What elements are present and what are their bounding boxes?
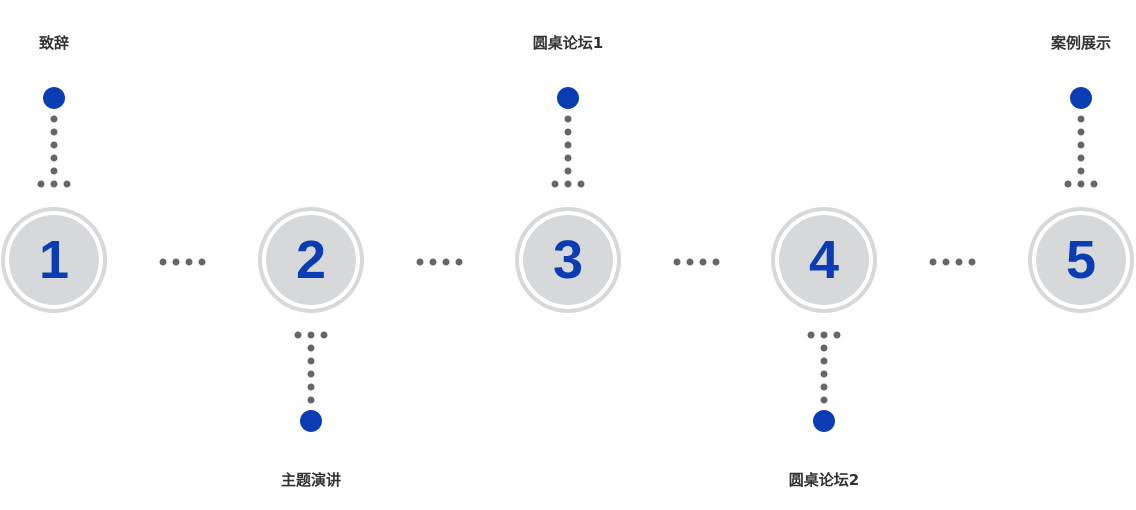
connector-dot (307, 357, 315, 365)
progress-dot (942, 258, 950, 266)
connector-dot (833, 331, 841, 339)
marker-dot (557, 87, 579, 109)
step-number: 4 (779, 215, 869, 305)
connector-dot (307, 396, 315, 404)
connector-dot (807, 331, 815, 339)
step-number: 5 (1036, 215, 1126, 305)
step-number: 1 (9, 215, 99, 305)
progress-dot (429, 258, 437, 266)
connector-dot (820, 383, 828, 391)
connector-dot (564, 180, 572, 188)
connector-dot (577, 180, 585, 188)
connector-dot (820, 357, 828, 365)
connector-dot (564, 115, 572, 123)
step-circle: 5 (1028, 207, 1134, 313)
connector-dot (307, 383, 315, 391)
connector-dot (50, 128, 58, 136)
step-circle: 1 (1, 207, 107, 313)
connector-dot (820, 396, 828, 404)
connector-dot (1090, 180, 1098, 188)
connector-dot (50, 141, 58, 149)
connector-dot (320, 331, 328, 339)
progress-dot (712, 258, 719, 266)
progress-dot (968, 258, 976, 266)
connector-dot (37, 180, 45, 188)
progress-dot (172, 258, 180, 266)
progress-dot (955, 258, 963, 266)
step-label: 主题演讲 (280, 471, 342, 489)
connector-dot (50, 180, 58, 188)
connector-dot (307, 331, 315, 339)
step-label: 圆桌论坛1 (532, 34, 604, 52)
progress-dot (455, 258, 463, 266)
progress-dot (442, 258, 450, 266)
step-circle: 3 (515, 207, 621, 313)
connector-dot (1064, 180, 1072, 188)
connector-dot (551, 180, 559, 188)
progress-dot (159, 258, 167, 266)
connector-dot (50, 154, 58, 162)
step-label: 圆桌论坛2 (788, 471, 860, 489)
connector-dot (820, 370, 828, 378)
connector-dot (1077, 167, 1085, 175)
progress-dot (686, 258, 693, 266)
connector-dot (50, 115, 58, 123)
connector-dot (564, 167, 572, 175)
marker-dot (300, 410, 322, 432)
connector-dot (820, 344, 828, 352)
connector-dot (564, 141, 572, 149)
progress-dot (198, 258, 206, 266)
marker-dot (1070, 87, 1092, 109)
connector-dot (63, 180, 71, 188)
progress-dot (929, 258, 937, 266)
connector-dot (1077, 115, 1085, 123)
marker-dot (43, 87, 65, 109)
step-number: 3 (523, 215, 613, 305)
progress-dot (673, 258, 680, 266)
progress-dot (416, 258, 424, 266)
marker-dot (813, 410, 835, 432)
connector-dot (1077, 128, 1085, 136)
connector-dot (50, 167, 58, 175)
step-circle: 2 (258, 207, 364, 313)
connector-dot (564, 128, 572, 136)
connector-dot (564, 154, 572, 162)
connector-dot (820, 331, 828, 339)
progress-dot (185, 258, 193, 266)
progress-dot (699, 258, 706, 266)
step-label: 致辞 (38, 34, 70, 52)
connector-dot (307, 370, 315, 378)
connector-dot (294, 331, 302, 339)
connector-dot (307, 344, 315, 352)
connector-dot (1077, 141, 1085, 149)
step-label: 案例展示 (1050, 34, 1112, 52)
connector-dot (1077, 154, 1085, 162)
step-number: 2 (266, 215, 356, 305)
connector-dot (1077, 180, 1085, 188)
step-circle: 4 (771, 207, 877, 313)
